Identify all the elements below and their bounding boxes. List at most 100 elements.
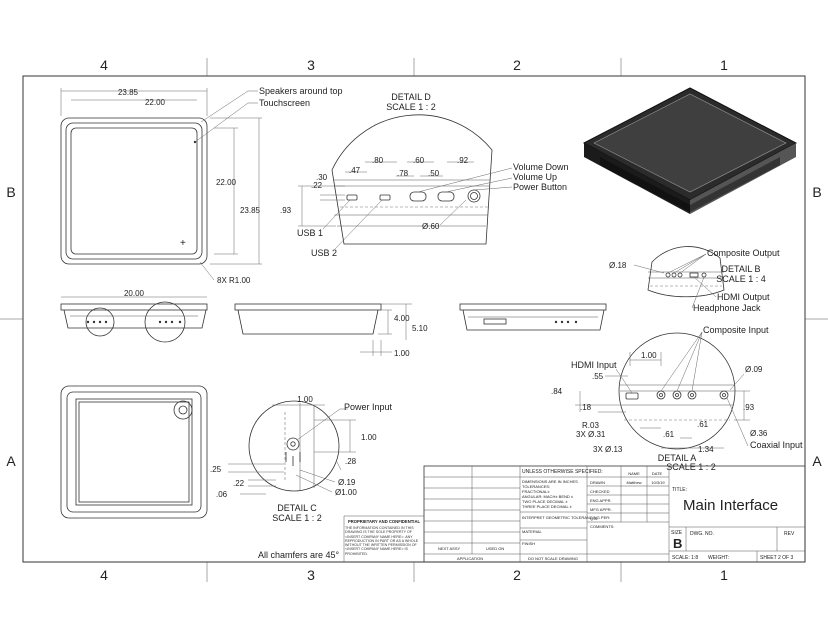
tolerance-line-5: TWO PLACE DECIMAL ± bbox=[522, 499, 568, 504]
detail-a-dim-134: 1.34 bbox=[698, 445, 714, 454]
side-view-middle: 4.00 5.10 1.00 bbox=[234, 303, 428, 358]
zone-top-1: 1 bbox=[720, 57, 728, 73]
size-label: SIZE bbox=[671, 530, 683, 536]
scale-value: SCALE: 1:8 bbox=[672, 555, 698, 561]
detail-a-d36: Ø.36 bbox=[750, 429, 768, 438]
tolerance-line-2: TOLERANCES: bbox=[522, 484, 550, 489]
zone-right-A: A bbox=[812, 453, 822, 469]
title-label: TITLE: bbox=[672, 487, 687, 493]
detail-d-dim-3: .92 bbox=[457, 156, 469, 165]
front-inner-width: 22.00 bbox=[145, 98, 166, 107]
svg-text:+: + bbox=[180, 238, 186, 249]
drawn-date: 10/3/19 bbox=[651, 480, 665, 485]
weight-label: WEIGHT: bbox=[708, 555, 729, 561]
detail-b-title: DETAIL B bbox=[721, 264, 760, 274]
title-block: UNLESS OTHERWISE SPECIFIED: DIMENSIONS A… bbox=[343, 465, 806, 563]
application-label: APPLICATION bbox=[457, 556, 483, 561]
usb1-label: USB 1 bbox=[297, 228, 323, 238]
detail-a-dim-61a: .61 bbox=[663, 430, 675, 439]
side-view-left: 20.00 bbox=[60, 289, 208, 343]
zone-bottom-1: 1 bbox=[720, 567, 728, 583]
detail-a-dim-93: .93 bbox=[743, 403, 755, 412]
prop-text: THE INFORMATION CONTAINED IN THIS DRAWIN… bbox=[345, 526, 419, 556]
zone-ticks bbox=[0, 58, 828, 582]
detail-a-d31: 3X Ø.31 bbox=[576, 430, 606, 439]
tolerance-line-6: THREE PLACE DECIMAL ± bbox=[522, 504, 573, 509]
detail-a-dim-18: .18 bbox=[580, 403, 592, 412]
detail-a-dim-84: .84 bbox=[551, 387, 563, 396]
touchscreen-label: Touchscreen bbox=[259, 98, 310, 108]
zone-bottom-4: 4 bbox=[100, 567, 108, 583]
detail-d-dim-1: .80 bbox=[372, 156, 384, 165]
detail-c-scale: SCALE 1 : 2 bbox=[272, 513, 322, 523]
power-input-label: Power Input bbox=[344, 402, 393, 412]
tolerance-line-1: DIMENSIONS ARE IN INCHES bbox=[522, 479, 578, 484]
detail-c-d2: Ø1.00 bbox=[335, 488, 357, 497]
zone-left-A: A bbox=[6, 453, 16, 469]
row-qa: Q.A. bbox=[590, 516, 598, 521]
name-header: NAME bbox=[628, 471, 640, 476]
sheet-number: SHEET 2 OF 3 bbox=[760, 555, 793, 561]
rev-label: REV bbox=[784, 531, 795, 537]
detail-a-scale: SCALE 1 : 2 bbox=[666, 462, 716, 472]
dwg-no-label: DWG. NO. bbox=[690, 531, 714, 537]
detail-a-dim-100: 1.00 bbox=[641, 351, 657, 360]
material-label: MATERIAL bbox=[522, 529, 542, 534]
volume-up-label: Volume Up bbox=[513, 172, 557, 182]
interpret-label: INTERPRET GEOMETRIC TOLERANCING PER: bbox=[522, 515, 610, 520]
zone-top-4: 4 bbox=[100, 57, 108, 73]
side-depth: 5.10 bbox=[412, 324, 428, 333]
detail-d-title: DETAIL D bbox=[391, 92, 431, 102]
detail-d-dim-5: .78 bbox=[397, 169, 409, 178]
detail-d-dim-9: .93 bbox=[280, 206, 292, 215]
hdmi-output-label: HDMI Output bbox=[717, 292, 770, 302]
zone-top-2: 2 bbox=[513, 57, 521, 73]
detail-d-dim-2: .60 bbox=[413, 156, 425, 165]
row-checked: CHECKED bbox=[590, 489, 610, 494]
isometric-view bbox=[582, 87, 798, 214]
zone-bottom-3: 3 bbox=[307, 567, 315, 583]
volume-down-label: Volume Down bbox=[513, 162, 569, 172]
front-overall-width: 23.85 bbox=[118, 88, 139, 97]
front-overall-height: 23.85 bbox=[240, 206, 261, 215]
row-comments: COMMENTS: bbox=[590, 524, 614, 529]
used-on-label: USED ON bbox=[486, 546, 504, 551]
detail-a-d09: Ø.09 bbox=[745, 365, 763, 374]
power-button-label: Power Button bbox=[513, 182, 567, 192]
detail-a-radius: R.03 bbox=[582, 421, 599, 430]
row-mfg-appr: MFG APPR. bbox=[590, 507, 612, 512]
detail-c-dim-25: .25 bbox=[210, 465, 222, 474]
hdmi-input-label: HDMI Input bbox=[571, 360, 617, 370]
detail-b: Ø.18 Composite Output DETAIL B SCALE 1 :… bbox=[609, 246, 780, 313]
zone-right-B: B bbox=[812, 184, 821, 200]
detail-c-dim-28: .28 bbox=[345, 457, 357, 466]
detail-d-dim-4: .47 bbox=[349, 166, 361, 175]
detail-a-dim-61b: .61 bbox=[697, 420, 709, 429]
back-view bbox=[60, 385, 208, 519]
zone-left-B: B bbox=[6, 184, 15, 200]
next-assy-label: NEXT ASSY bbox=[438, 546, 460, 551]
zone-top-3: 3 bbox=[307, 57, 315, 73]
detail-a-d13: 3X Ø.13 bbox=[593, 445, 623, 454]
side-height: 4.00 bbox=[394, 314, 410, 323]
detail-d-dim-7: .30 bbox=[316, 173, 328, 182]
row-drawn: DRAWN bbox=[590, 480, 605, 485]
tolerance-header: UNLESS OTHERWISE SPECIFIED: bbox=[522, 469, 603, 475]
detail-d-scale: SCALE 1 : 2 bbox=[386, 102, 436, 112]
detail-b-diameter: Ø.18 bbox=[609, 261, 627, 270]
composite-input-label: Composite Input bbox=[703, 325, 769, 335]
drawing-title: Main Interface bbox=[683, 497, 778, 514]
detail-d-diameter: Ø.60 bbox=[422, 222, 440, 231]
side-view-right bbox=[459, 303, 607, 331]
detail-c-dim-top: 1.00 bbox=[297, 395, 313, 404]
finish-label: FINISH bbox=[522, 541, 535, 546]
drawn-name: Matthew bbox=[626, 480, 641, 485]
detail-c-d1: Ø.19 bbox=[338, 478, 356, 487]
composite-output-label: Composite Output bbox=[707, 248, 780, 258]
usb2-label: USB 2 bbox=[311, 248, 337, 258]
fillet-label: 8X R1.00 bbox=[217, 276, 251, 285]
detail-c-title: DETAIL C bbox=[277, 503, 317, 513]
speakers-label: Speakers around top bbox=[259, 86, 343, 96]
detail-c-dim-right: 1.00 bbox=[361, 433, 377, 442]
